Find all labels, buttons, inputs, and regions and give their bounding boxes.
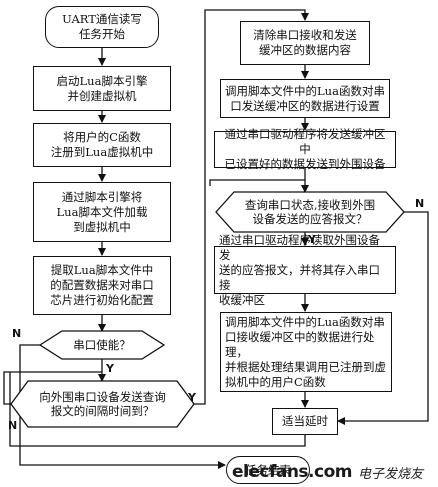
arrow-loop-entry bbox=[209, 179, 305, 186]
arrow-delay-loop bbox=[9, 372, 306, 447]
step-read-response: 通过串口驱动程序读取外围设备发 送的应答报文，并将其存入串口接 收缓冲区 bbox=[214, 233, 396, 307]
decision-response-received: 查询串口状态,接收到外围 设备发送的应答报文？ bbox=[244, 198, 376, 226]
step-clear-buffers: 清除串口接收和发送 缓冲区的数据内容 bbox=[240, 21, 370, 65]
decision-response-shape bbox=[215, 191, 405, 233]
label-enabled-yes: Y bbox=[106, 362, 114, 375]
step-delay: 适当延时 bbox=[272, 408, 338, 435]
label-interval-yes: Y bbox=[188, 391, 196, 404]
label-response-no: N bbox=[415, 197, 425, 210]
label-interval-no: N bbox=[8, 419, 18, 432]
label-enabled-no: N bbox=[12, 327, 22, 340]
end-terminal: 任务结束 bbox=[226, 456, 310, 484]
step-process-data: 调用脚本文件中的Lua函数对串 口接收缓冲区中的数据进行处理， 并根据处理结果调… bbox=[220, 312, 392, 392]
step-register-c-functions: 将用户的C函数 注册到Lua虚拟机中 bbox=[33, 123, 171, 167]
watermark-logo: elecfans.com bbox=[232, 462, 352, 482]
decision-interval-reached: 向外围串口设备发送查询 报文的间隔时间到？ bbox=[39, 390, 166, 418]
step-init-config: 提取Lua脚本文件中 的配置数据来对串口 芯片进行初始化配置 bbox=[33, 256, 171, 315]
start-terminal: UART通信读写 任务开始 bbox=[45, 6, 159, 48]
arrow-interval-no bbox=[3, 371, 102, 405]
step-launch-engine: 启动Lua脚本引擎 并创建虚拟机 bbox=[33, 66, 171, 111]
step-set-send-buffer: 调用脚本文件中的Lua函数对串 口发送缓冲区的数据进行设置 bbox=[220, 79, 390, 118]
arrow-response-no bbox=[337, 211, 429, 425]
arrow-interval-yes bbox=[194, 9, 309, 405]
decision-port-enabled-shape bbox=[38, 330, 166, 360]
decision-port-enabled: 串口使能？ bbox=[73, 338, 131, 352]
watermark: elecfans.com 电子发烧友 bbox=[232, 457, 438, 487]
label-response-yes: Y bbox=[308, 233, 316, 246]
step-load-script: 通过脚本引擎将 Lua脚本文件加载 到虚拟机中 bbox=[33, 182, 171, 242]
decision-interval-shape bbox=[10, 380, 195, 428]
step-send-data: 通过串口驱动程序将发送缓冲区中 已设置好的数据发送到外围设备 bbox=[214, 127, 396, 171]
watermark-text: 电子发烧友 bbox=[357, 466, 423, 482]
